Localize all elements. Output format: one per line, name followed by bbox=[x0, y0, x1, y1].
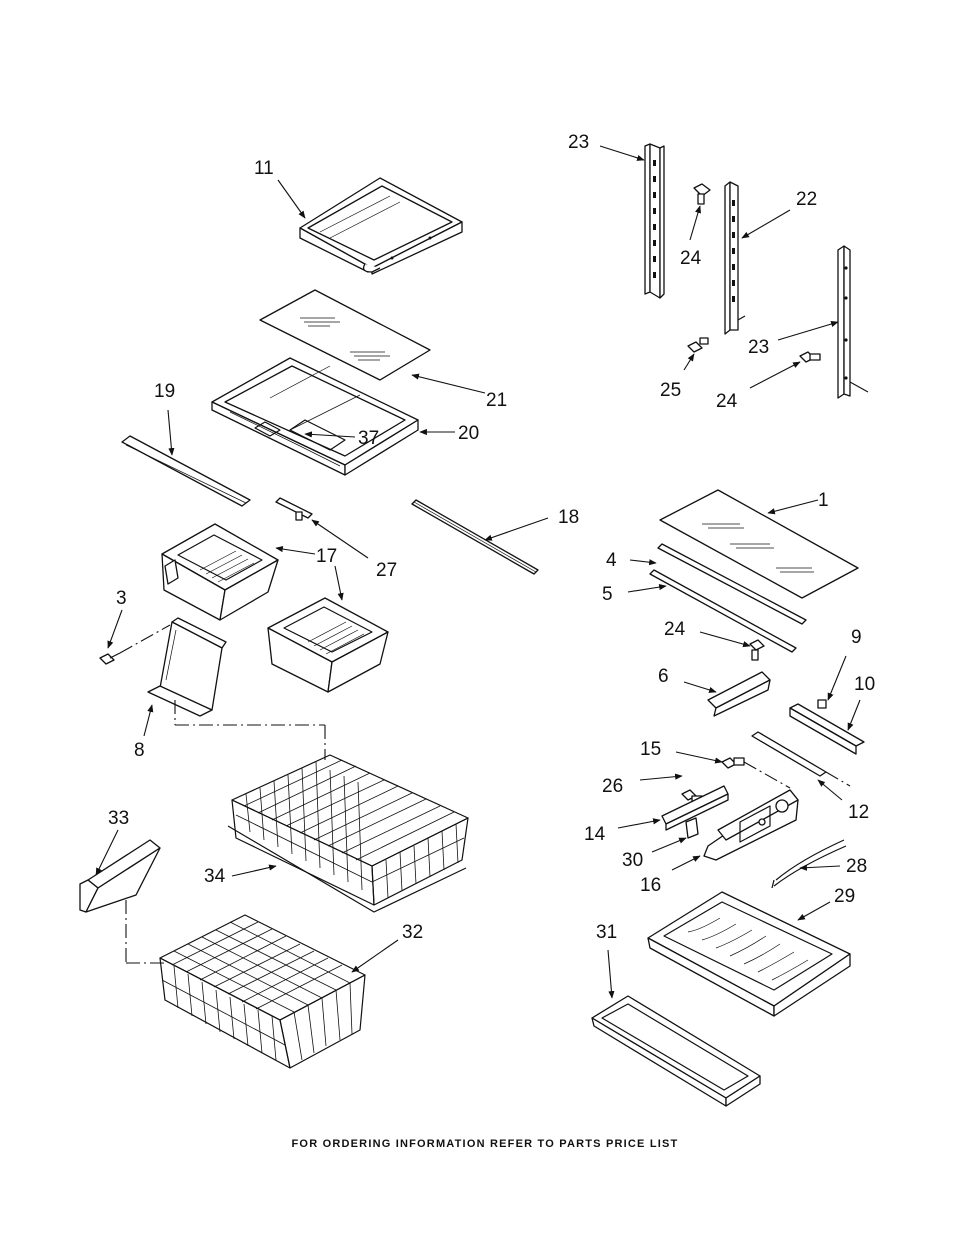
label-15: 15 bbox=[640, 739, 661, 760]
part-32-wire-basket bbox=[159, 914, 366, 1069]
label-18: 18 bbox=[558, 507, 579, 528]
label-19: 19 bbox=[154, 381, 175, 402]
part-6-bracket bbox=[707, 671, 771, 717]
part-24-screw-right bbox=[799, 351, 821, 363]
label-22: 22 bbox=[796, 189, 817, 210]
label-29: 29 bbox=[834, 886, 855, 907]
label-23b: 23 bbox=[748, 337, 769, 358]
leader-lines bbox=[95, 145, 861, 999]
part-8-divider bbox=[147, 617, 326, 760]
label-17: 17 bbox=[316, 546, 337, 567]
part-33-divider bbox=[79, 839, 165, 964]
part-1-glass-shelf bbox=[659, 489, 859, 599]
part-17-bin-lower bbox=[267, 597, 389, 693]
label-6: 6 bbox=[658, 666, 669, 687]
label-30: 30 bbox=[622, 850, 643, 871]
label-16: 16 bbox=[640, 875, 661, 896]
part-30-clip bbox=[685, 817, 699, 839]
part-29-tray bbox=[647, 891, 851, 1017]
part-labels: 1 3 4 5 6 8 9 10 11 12 14 15 16 17 18 19… bbox=[108, 132, 875, 943]
part-12-slide-rail bbox=[751, 731, 851, 787]
part-5-trim bbox=[649, 569, 797, 653]
part-21-glass-panel bbox=[259, 289, 431, 381]
label-33: 33 bbox=[108, 808, 129, 829]
label-9: 9 bbox=[851, 627, 862, 648]
label-26: 26 bbox=[602, 776, 623, 797]
part-27-clip bbox=[275, 497, 313, 521]
label-24b: 24 bbox=[716, 391, 738, 412]
part-22-rail-center bbox=[724, 181, 746, 335]
part-18-strip bbox=[411, 499, 539, 575]
part-15-screw bbox=[721, 757, 791, 789]
part-24-screw-upper bbox=[693, 183, 711, 205]
label-1: 1 bbox=[818, 490, 829, 511]
label-23a: 23 bbox=[568, 132, 589, 153]
label-37: 37 bbox=[358, 428, 379, 449]
label-34: 34 bbox=[204, 866, 226, 887]
label-4: 4 bbox=[606, 550, 617, 571]
label-25: 25 bbox=[660, 380, 681, 401]
part-34-wire-basket bbox=[227, 754, 469, 913]
part-11-drawer-frame bbox=[299, 177, 463, 275]
label-10: 10 bbox=[854, 674, 875, 695]
part-24-screw-mid bbox=[749, 639, 765, 661]
label-5: 5 bbox=[602, 584, 613, 605]
label-21: 21 bbox=[486, 390, 507, 411]
part-4-trim bbox=[657, 543, 807, 625]
label-31: 31 bbox=[596, 922, 617, 943]
part-19-rail bbox=[121, 435, 251, 507]
part-20-shelf-frame bbox=[211, 357, 419, 476]
label-14: 14 bbox=[584, 824, 606, 845]
label-8: 8 bbox=[134, 740, 145, 761]
label-12: 12 bbox=[848, 802, 869, 823]
label-20: 20 bbox=[458, 423, 479, 444]
part-28-wire bbox=[771, 839, 847, 889]
part-14-track bbox=[661, 785, 729, 831]
part-25-screw bbox=[687, 337, 709, 353]
part-16-bracket-assembly bbox=[703, 789, 799, 861]
part-23-rail-left bbox=[644, 143, 665, 299]
part-31-panel bbox=[591, 995, 761, 1107]
label-3: 3 bbox=[116, 588, 127, 609]
label-32: 32 bbox=[402, 922, 423, 943]
ordering-info-footer: FOR ORDERING INFORMATION REFER TO PARTS … bbox=[292, 1138, 679, 1150]
label-11: 11 bbox=[254, 158, 274, 179]
part-9-clip bbox=[817, 699, 827, 709]
part-23-rail-right bbox=[837, 245, 869, 399]
part-3-screw bbox=[99, 624, 171, 665]
label-27: 27 bbox=[376, 560, 397, 581]
part-17-bin-upper bbox=[161, 523, 279, 621]
label-24a: 24 bbox=[680, 248, 702, 269]
label-24c: 24 bbox=[664, 619, 686, 640]
label-28: 28 bbox=[846, 856, 867, 877]
part-10-slide bbox=[789, 703, 865, 755]
